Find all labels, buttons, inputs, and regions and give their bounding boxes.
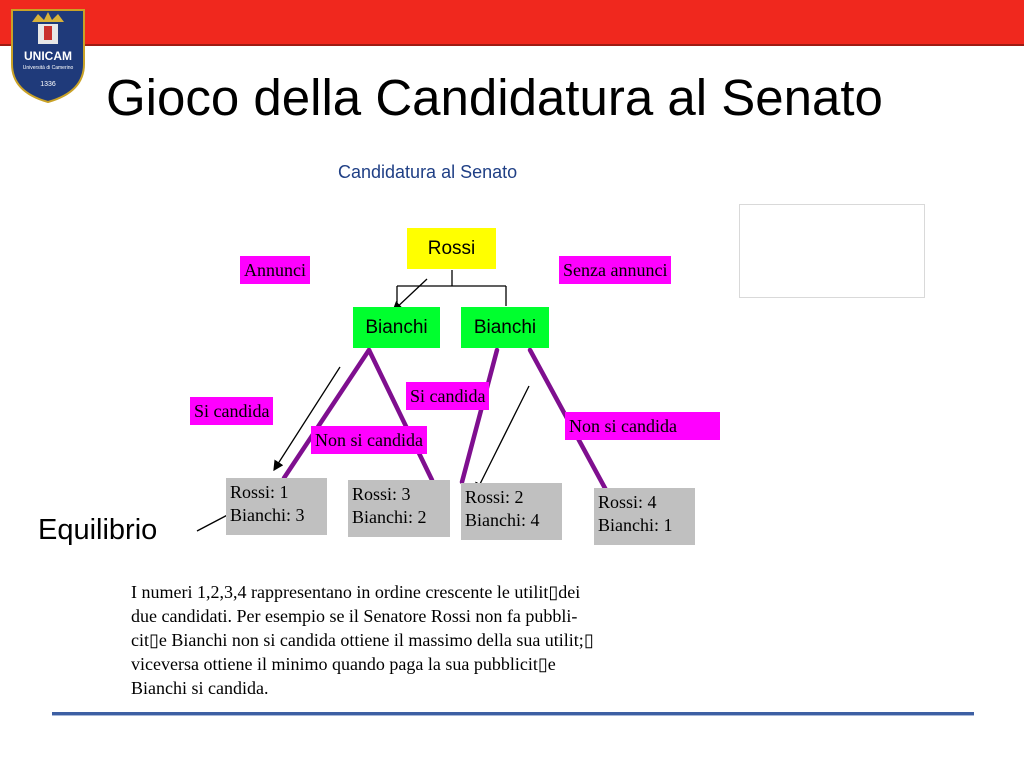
description-line: viceversa ottiene il minimo quando paga … xyxy=(131,654,556,674)
label-non-si-candida-left: Non si candida xyxy=(311,426,427,454)
payoff-box-3: Rossi: 2 Bianchi: 4 xyxy=(461,483,562,540)
logo-subtext: Università di Camerino xyxy=(23,65,74,71)
payoff-bianchi: Bianchi: 4 xyxy=(465,510,540,530)
label-senza-annunci: Senza annunci xyxy=(559,256,672,284)
payoff-rossi: Rossi: 1 xyxy=(230,482,289,502)
label-non-si-candida-right: Non si candida xyxy=(565,412,720,440)
label-si-candida-left: Si candida xyxy=(190,397,274,425)
label-annunci: Annunci xyxy=(240,256,310,284)
description-line: Bianchi si candida. xyxy=(131,678,269,698)
crown-icon xyxy=(32,12,64,22)
diagram-subtitle: Candidatura al Senato xyxy=(338,162,518,182)
action-edges xyxy=(281,347,609,493)
root-connectors xyxy=(396,270,507,306)
payoff-bianchi: Bianchi: 3 xyxy=(230,505,305,525)
payoff-box-1: Rossi: 1 Bianchi: 3 xyxy=(226,478,327,535)
payoff-rossi: Rossi: 4 xyxy=(598,492,657,512)
payoff-box-2: Rossi: 3 Bianchi: 2 xyxy=(348,480,450,537)
bottom-divider xyxy=(52,712,974,716)
logo-year: 1336 xyxy=(40,81,56,88)
logo-text: UNICAM xyxy=(24,49,72,63)
empty-placeholder-box xyxy=(739,204,925,298)
payoff-rossi: Rossi: 3 xyxy=(352,484,411,504)
root-node-rossi: Rossi xyxy=(407,228,496,269)
description-line: due candidati. Per esempio se il Senator… xyxy=(131,606,578,626)
payoff-bianchi: Bianchi: 2 xyxy=(352,507,427,527)
label-si-candida-right: Si candida xyxy=(406,382,490,410)
header-bar xyxy=(0,0,1024,46)
payoff-rossi: Rossi: 2 xyxy=(465,487,524,507)
description-line: cit▯e Bianchi non si candida ottiene il … xyxy=(131,630,594,650)
page-title: Gioco della Candidatura al Senato xyxy=(106,69,883,126)
description-line: I numeri 1,2,3,4 rappresentano in ordine… xyxy=(131,582,581,602)
node-bianchi-left: Bianchi xyxy=(353,307,440,348)
equilibrium-label: Equilibrio xyxy=(38,514,158,546)
payoff-box-4: Rossi: 4 Bianchi: 1 xyxy=(594,488,695,545)
node-bianchi-right: Bianchi xyxy=(461,307,549,348)
description-paragraph: I numeri 1,2,3,4 rappresentano in ordine… xyxy=(131,580,691,700)
university-logo: UNICAM Università di Camerino 1336 xyxy=(11,9,85,104)
payoff-bianchi: Bianchi: 1 xyxy=(598,515,673,535)
